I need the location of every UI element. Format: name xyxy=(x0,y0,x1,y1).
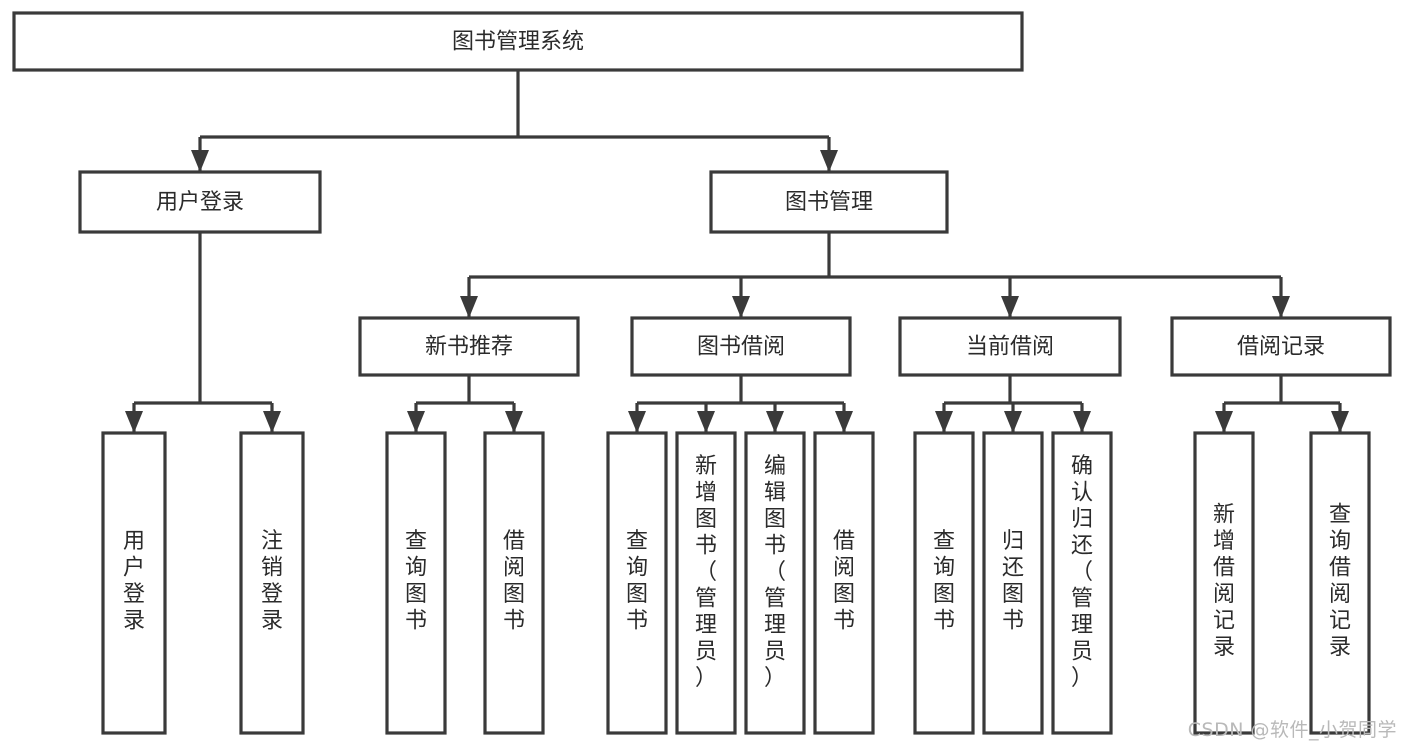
node-leaf-7[interactable]: 借阅图书 xyxy=(813,431,875,735)
node-box xyxy=(483,431,545,735)
arrow-head xyxy=(191,150,209,172)
node-leaf-5[interactable]: 新增图书（管理员） xyxy=(675,431,737,735)
node-label: 借阅图书 xyxy=(503,529,525,634)
node-label: 查询借阅记录 xyxy=(1329,503,1351,661)
arrow-head xyxy=(1001,296,1019,318)
node-label: 图书借阅 xyxy=(697,335,785,360)
node-leaf-1[interactable]: 注销登录 xyxy=(239,431,305,735)
node-leaf-6[interactable]: 编辑图书（管理员） xyxy=(744,431,806,735)
node-label: 图书管理系统 xyxy=(452,30,584,55)
node-box xyxy=(1051,431,1113,735)
node-label: 新增借阅记录 xyxy=(1213,503,1235,661)
node-box xyxy=(606,431,668,735)
node-label: 归还图书 xyxy=(1002,529,1024,634)
node-label: 借阅记录 xyxy=(1237,335,1325,360)
node-box xyxy=(385,431,447,735)
node-box xyxy=(898,316,1122,377)
node-box xyxy=(675,431,737,735)
node-label: 查询图书 xyxy=(626,529,648,634)
arrow-head xyxy=(407,411,425,433)
node-label: 图书管理 xyxy=(785,190,873,215)
node-box xyxy=(358,316,580,377)
arrow-head xyxy=(697,411,715,433)
arrow-head xyxy=(1073,411,1091,433)
arrow-head xyxy=(766,411,784,433)
arrow-head xyxy=(505,411,523,433)
node-level3-2[interactable]: 当前借阅 xyxy=(898,316,1122,377)
arrow-head xyxy=(1272,296,1290,318)
node-box xyxy=(1309,431,1371,735)
node-leaf-2[interactable]: 查询图书 xyxy=(385,431,447,735)
arrow-head xyxy=(935,411,953,433)
arrow-head xyxy=(820,150,838,172)
arrow-head xyxy=(628,411,646,433)
node-box xyxy=(982,431,1044,735)
node-leaf-10[interactable]: 确认归还（管理员） xyxy=(1051,431,1113,735)
arrow-head xyxy=(732,296,750,318)
node-label: 新书推荐 xyxy=(425,335,513,360)
node-label: 用户登录 xyxy=(156,190,244,215)
node-leaf-0[interactable]: 用户登录 xyxy=(101,431,167,735)
node-box xyxy=(78,170,322,234)
node-leaf-3[interactable]: 借阅图书 xyxy=(483,431,545,735)
node-box xyxy=(630,316,852,377)
arrow-head xyxy=(1331,411,1349,433)
node-level2-1[interactable]: 图书管理 xyxy=(709,170,949,234)
node-label: 用户登录 xyxy=(123,529,145,634)
node-label: 当前借阅 xyxy=(966,335,1054,360)
watermark-text: CSDN @软件_小贺同学 xyxy=(1187,719,1397,741)
node-box xyxy=(1170,316,1392,377)
node-level2-0[interactable]: 用户登录 xyxy=(78,170,322,234)
node-root[interactable]: 图书管理系统 xyxy=(12,11,1024,72)
node-label: 新增图书（管理员） xyxy=(695,454,717,691)
node-box xyxy=(101,431,167,735)
node-label: 查询图书 xyxy=(933,529,955,634)
arrow-head xyxy=(125,411,143,433)
node-level3-1[interactable]: 图书借阅 xyxy=(630,316,852,377)
node-box xyxy=(12,11,1024,72)
node-label: 确认归还（管理员） xyxy=(1071,454,1093,691)
node-leaf-9[interactable]: 归还图书 xyxy=(982,431,1044,735)
node-label: 查询图书 xyxy=(405,529,427,634)
node-box xyxy=(709,170,949,234)
arrow-head xyxy=(263,411,281,433)
arrow-head xyxy=(1215,411,1233,433)
connector-layer xyxy=(125,70,1349,433)
node-box xyxy=(813,431,875,735)
node-leaf-8[interactable]: 查询图书 xyxy=(913,431,975,735)
node-label: 编辑图书（管理员） xyxy=(764,454,786,691)
node-leaf-4[interactable]: 查询图书 xyxy=(606,431,668,735)
node-leaf-12[interactable]: 查询借阅记录 xyxy=(1309,431,1371,735)
arrow-head xyxy=(835,411,853,433)
node-level3-3[interactable]: 借阅记录 xyxy=(1170,316,1392,377)
node-level3-0[interactable]: 新书推荐 xyxy=(358,316,580,377)
node-box xyxy=(239,431,305,735)
arrow-head xyxy=(460,296,478,318)
node-label: 注销登录 xyxy=(261,529,283,634)
node-box xyxy=(913,431,975,735)
node-leaf-11[interactable]: 新增借阅记录 xyxy=(1193,431,1255,735)
node-box xyxy=(744,431,806,735)
node-label: 借阅图书 xyxy=(833,529,855,634)
node-layer: 图书管理系统用户登录图书管理新书推荐图书借阅当前借阅借阅记录用户登录注销登录查询… xyxy=(12,11,1392,735)
arrow-head xyxy=(1004,411,1022,433)
node-box xyxy=(1193,431,1255,735)
